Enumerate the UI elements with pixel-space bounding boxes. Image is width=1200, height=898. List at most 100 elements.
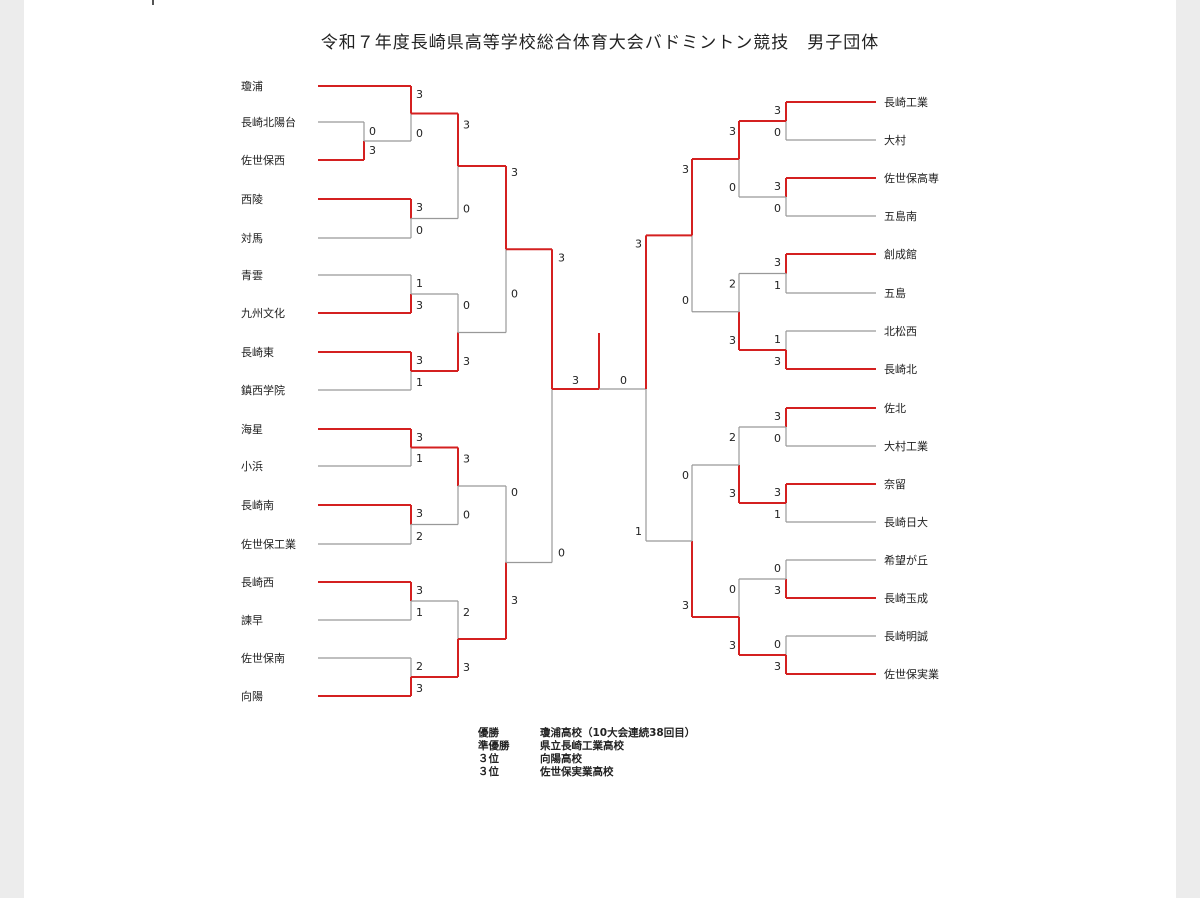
page-edge-mark (152, 0, 154, 5)
score: 3 (774, 180, 781, 193)
team-name: 創成館 (884, 247, 917, 261)
score: 3 (416, 584, 423, 597)
score: 3 (416, 201, 423, 214)
score: 0 (369, 125, 376, 138)
team-name: 北松西 (884, 324, 917, 338)
score: 3 (682, 599, 689, 612)
score: 0 (463, 509, 470, 522)
score: 1 (774, 333, 781, 346)
page-title: 令和７年度長崎県高等学校総合体育大会バドミントン競技 男子団体 (320, 33, 880, 53)
team-name: 五島南 (884, 209, 917, 223)
score: 0 (463, 203, 470, 216)
score: 2 (729, 278, 736, 291)
score: 1 (416, 376, 423, 389)
score: 3 (635, 237, 642, 250)
score: 3 (416, 88, 423, 101)
score: 0 (682, 469, 689, 482)
score: 0 (416, 224, 423, 237)
result-row-runner-up: 準優勝 県立長崎工業高校 (478, 740, 695, 753)
team-name: 長崎明誠 (884, 629, 928, 643)
score: 3 (774, 104, 781, 117)
score: 0 (511, 486, 518, 499)
score: 0 (416, 127, 423, 140)
score: 1 (416, 277, 423, 290)
results-list: 優勝 瓊浦高校（10大会連続38回目） 準優勝 県立長崎工業高校 ３位 向陽高校… (478, 727, 695, 779)
score: 0 (558, 547, 565, 560)
result-value: 向陽高校 (540, 753, 582, 765)
team-name: 佐世保実業 (884, 667, 939, 681)
score: 3 (572, 374, 579, 387)
score: 3 (511, 594, 518, 607)
team-name: 長崎東 (241, 345, 274, 359)
score: 3 (369, 144, 376, 157)
team-name: 九州文化 (241, 306, 285, 320)
score: 0 (774, 562, 781, 575)
team-name: 長崎西 (241, 575, 274, 589)
team-name: 青雲 (241, 269, 263, 282)
score: 3 (729, 125, 736, 138)
score: 0 (729, 583, 736, 596)
score: 0 (774, 126, 781, 139)
score: 1 (774, 279, 781, 292)
score: 2 (463, 606, 470, 619)
result-row-third: ３位 佐世保実業高校 (478, 766, 695, 779)
score: 0 (774, 202, 781, 215)
score: 3 (463, 453, 470, 466)
team-name: 奈留 (884, 477, 906, 491)
team-name: 佐世保工業 (241, 537, 296, 551)
team-name: 長崎玉成 (884, 591, 928, 605)
team-name: 大村 (884, 133, 906, 147)
team-name: 佐世保南 (241, 651, 285, 665)
score: 0 (511, 288, 518, 301)
score: 3 (558, 251, 565, 264)
team-name: 佐世保高専 (884, 171, 939, 185)
score: 3 (463, 355, 470, 368)
team-name: 佐世保西 (241, 153, 285, 167)
score: 3 (682, 163, 689, 176)
score: 3 (774, 486, 781, 499)
score: 3 (416, 299, 423, 312)
score: 3 (416, 507, 423, 520)
result-label: ３位 (478, 766, 499, 778)
result-label: ３位 (478, 753, 499, 765)
team-name: 対馬 (241, 231, 263, 245)
team-name: 向陽 (241, 689, 263, 703)
score: 3 (463, 661, 470, 674)
team-name: 長崎日大 (884, 515, 928, 529)
team-name: 長崎北陽台 (241, 115, 296, 129)
score: 3 (729, 639, 736, 652)
score: 2 (416, 530, 423, 543)
score: 3 (774, 410, 781, 423)
team-name: 諫早 (241, 613, 263, 627)
score: 2 (729, 431, 736, 444)
team-name: 佐北 (884, 401, 906, 415)
score: 3 (729, 487, 736, 500)
score: 1 (774, 508, 781, 521)
team-name: 長崎南 (241, 498, 274, 512)
score: 0 (463, 299, 470, 312)
paper-sheet (24, 0, 1176, 898)
score: 2 (416, 660, 423, 673)
team-name: 鎮西学院 (241, 383, 285, 397)
score: 3 (774, 584, 781, 597)
score: 3 (416, 431, 423, 444)
team-name: 西陵 (241, 193, 263, 206)
score: 0 (682, 294, 689, 307)
score: 1 (635, 525, 642, 538)
score: 3 (774, 660, 781, 673)
team-name: 瓊浦 (241, 79, 263, 93)
result-row-third: ３位 向陽高校 (478, 753, 695, 766)
score: 0 (774, 432, 781, 445)
score: 3 (416, 354, 423, 367)
score: 3 (774, 256, 781, 269)
team-name: 五島 (884, 286, 906, 300)
score: 3 (729, 334, 736, 347)
result-value: 佐世保実業高校 (540, 766, 614, 778)
score: 0 (774, 638, 781, 651)
team-name: 小浜 (241, 460, 263, 473)
team-name: 大村工業 (884, 439, 928, 453)
result-row-champion: 優勝 瓊浦高校（10大会連続38回目） (478, 727, 695, 740)
score: 3 (416, 682, 423, 695)
result-value: 瓊浦高校（10大会連続38回目） (540, 727, 696, 739)
result-label: 優勝 (478, 727, 499, 739)
